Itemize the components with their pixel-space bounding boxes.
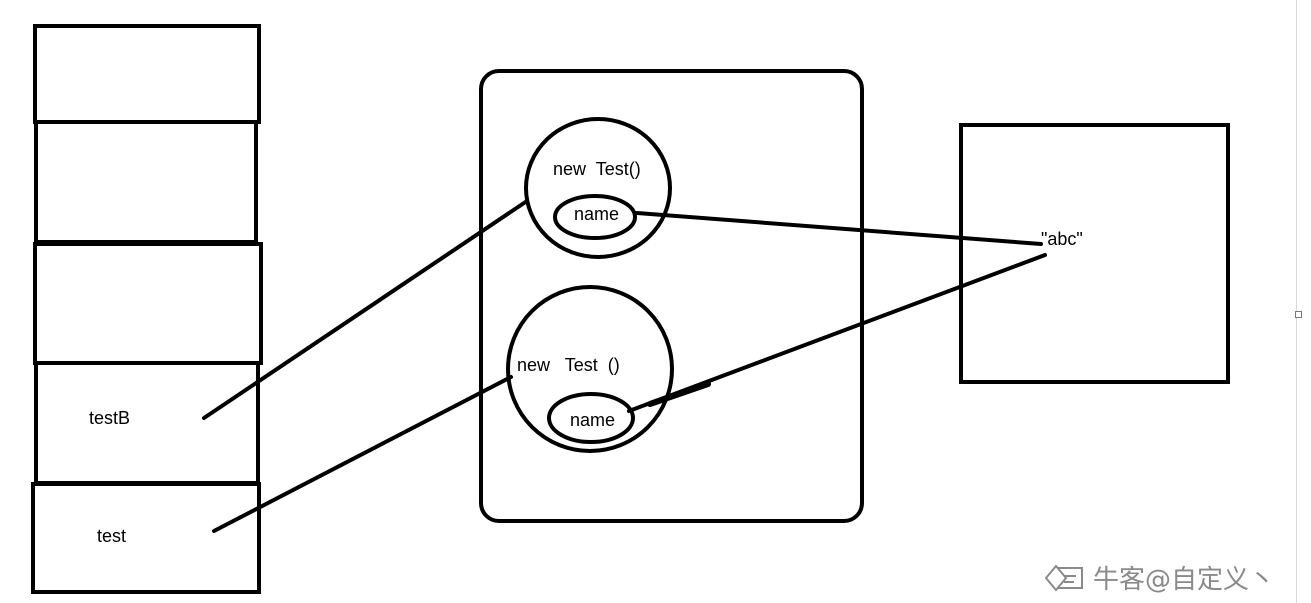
heap-area xyxy=(479,69,864,523)
heap-object-2-field xyxy=(547,392,635,444)
ref-test-to-object-2 xyxy=(212,375,513,533)
ref-field-2-stroke-thick xyxy=(647,381,711,407)
references xyxy=(202,199,1047,533)
heap-object-2-title: new Test () xyxy=(517,355,620,375)
stack-label-test: test xyxy=(97,526,126,546)
heap-object-1 xyxy=(524,117,672,259)
heap-object-1-field-label: name xyxy=(574,204,619,224)
ref-field-1-to-abc xyxy=(635,211,1043,246)
stack-cell-1 xyxy=(33,24,261,124)
stack xyxy=(31,24,263,594)
heap-object-1-title: new Test() xyxy=(553,159,641,179)
scroll-marker xyxy=(1295,311,1302,318)
watermark-text: 牛客@自定义丶 xyxy=(1093,565,1275,595)
stack-cell-testB xyxy=(34,361,260,485)
stack-cell-2 xyxy=(34,120,258,244)
watermark: 牛客@自定义丶 xyxy=(1044,564,1275,595)
string-value-abc: "abc" xyxy=(1041,229,1083,249)
string-pool-box xyxy=(959,123,1230,384)
ref-testB-to-object-1 xyxy=(202,199,529,420)
stack-cell-test xyxy=(31,482,261,594)
stack-cell-3 xyxy=(33,242,263,365)
nowcoder-logo-icon xyxy=(1044,564,1083,592)
heap-object-1-field xyxy=(553,194,637,240)
heap-object-2-field-label: name xyxy=(570,410,615,430)
scrollbar-edge xyxy=(1296,0,1297,603)
stack-label-testB: testB xyxy=(89,408,130,428)
heap-object-2 xyxy=(506,285,674,453)
